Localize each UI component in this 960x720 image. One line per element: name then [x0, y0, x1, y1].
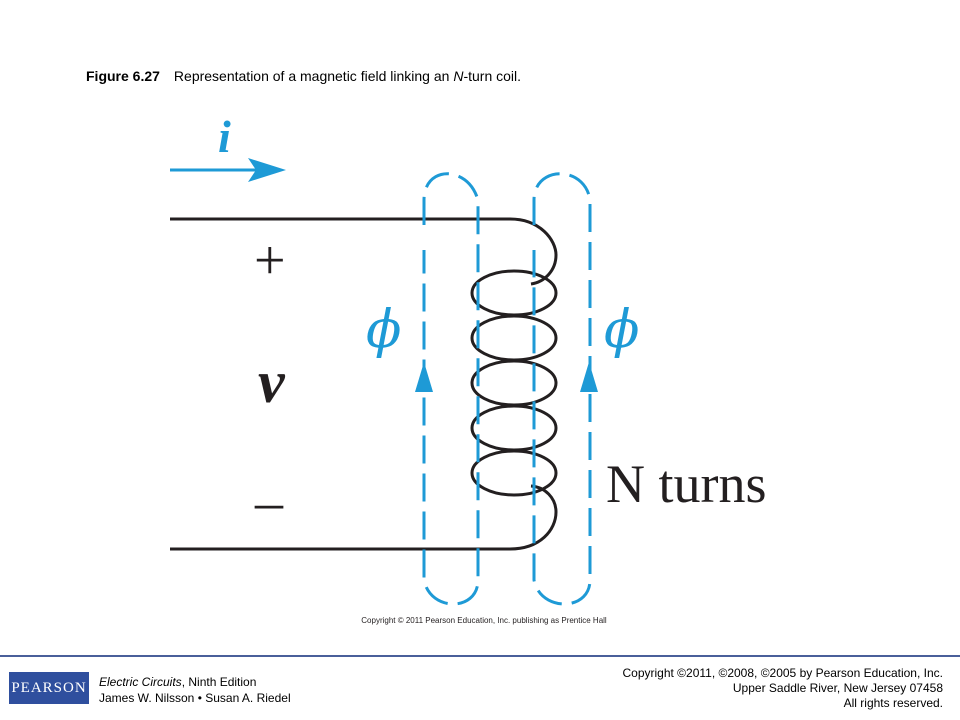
- current-label: i: [218, 111, 231, 162]
- flux-arrow-left: [415, 362, 433, 392]
- voltage-label: v: [258, 349, 286, 415]
- book-info: Electric Circuits, Ninth Edition James W…: [99, 674, 291, 706]
- book-authors: James W. Nilsson • Susan A. Riedel: [99, 691, 291, 705]
- coil: [470, 269, 558, 497]
- footer-divider: [0, 655, 960, 657]
- minus-label: –: [254, 471, 284, 533]
- top-wire: [170, 217, 558, 286]
- book-title: Electric Circuits: [99, 675, 182, 689]
- coil-loop: [470, 404, 558, 452]
- bottom-wire: [170, 484, 558, 551]
- copyright-line-3: All rights reserved.: [843, 696, 943, 710]
- flux-arrow-right: [580, 362, 598, 392]
- figure-caption: Figure 6.27 Representation of a magnetic …: [86, 68, 521, 84]
- figure-number: Figure 6.27: [86, 68, 160, 84]
- copyright-line-1: Copyright ©2011, ©2008, ©2005 by Pearson…: [622, 666, 943, 680]
- pearson-logo: PEARSON: [9, 672, 89, 704]
- caption-text: Representation of a magnetic field linki…: [173, 68, 522, 84]
- coil-loop: [470, 359, 558, 407]
- book-title-line: Electric Circuits, Ninth Edition: [99, 674, 291, 690]
- plus-label: +: [254, 230, 286, 292]
- flux-label-right: ϕ: [604, 300, 639, 360]
- flux-loop-right: [532, 172, 592, 606]
- image-copyright: Copyright © 2011 Pearson Education, Inc.…: [361, 616, 607, 625]
- coil-loop: [470, 314, 558, 362]
- coil-diagram: i ϕ ϕ + v – N turns Copyright © 2011 Pea…: [170, 111, 767, 625]
- copyright-line-2: Upper Saddle River, New Jersey 07458: [732, 681, 943, 695]
- flux-label-left: ϕ: [366, 300, 401, 360]
- book-edition: , Ninth Edition: [181, 675, 257, 689]
- coil-loop: [470, 449, 558, 497]
- current-arrowhead: [248, 158, 286, 182]
- turns-label: N turns: [606, 454, 767, 514]
- coil-loop: [470, 269, 558, 317]
- flux-loop-left: [422, 172, 480, 606]
- copyright-notice: Copyright ©2011, ©2008, ©2005 by Pearson…: [622, 666, 943, 711]
